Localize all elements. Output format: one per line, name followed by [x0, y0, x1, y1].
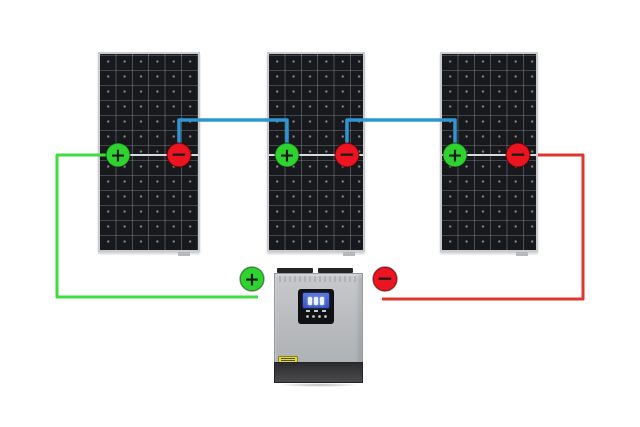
- solar-panel-2-junction-tab: [343, 252, 355, 256]
- lcd-digit: [314, 296, 318, 305]
- inverter-positive-terminal: [239, 266, 265, 292]
- inverter-buttons: [298, 315, 334, 318]
- panel-1-minus-symbol: −: [171, 142, 188, 166]
- panel-1-negative-terminal: [166, 142, 192, 168]
- solar-panel-3-junction-tab: [516, 252, 528, 256]
- inverter-minus-symbol: −: [377, 266, 394, 290]
- panel-1-plus-symbol: +: [110, 145, 126, 167]
- inverter-plus-symbol: +: [244, 269, 260, 291]
- inverter-shadow: [278, 383, 360, 387]
- inverter-vents: [279, 276, 358, 282]
- panel-2-negative-terminal: [334, 142, 360, 168]
- lcd-digit: [308, 296, 312, 305]
- series-wire-2: [345, 118, 457, 150]
- inverter-bottom-section: [274, 362, 363, 383]
- inverter-mount-bracket-left: [277, 268, 313, 273]
- series-wire-1: [177, 118, 289, 150]
- inverter-control-panel: [298, 289, 334, 324]
- solar-panel-1-junction-tab: [178, 252, 190, 256]
- panel-3-positive-terminal: [442, 142, 468, 168]
- panel-2-positive-terminal: [274, 142, 300, 168]
- panel-3-negative-terminal: [505, 142, 531, 168]
- inverter-button-labels: [298, 310, 334, 312]
- panel-1-positive-terminal: [105, 142, 131, 168]
- inverter-negative-terminal: [372, 266, 398, 292]
- panel-2-minus-symbol: −: [339, 142, 356, 166]
- lcd-digit: [320, 296, 324, 305]
- panel-3-minus-symbol: −: [510, 142, 527, 166]
- inverter-mount-bracket-right: [318, 268, 353, 273]
- negative-wire-red: [382, 153, 585, 301]
- inverter-lcd-screen: [303, 293, 329, 308]
- positive-wire-green: [55, 153, 258, 299]
- panel-3-plus-symbol: +: [447, 145, 463, 167]
- panel-2-plus-symbol: +: [279, 145, 295, 167]
